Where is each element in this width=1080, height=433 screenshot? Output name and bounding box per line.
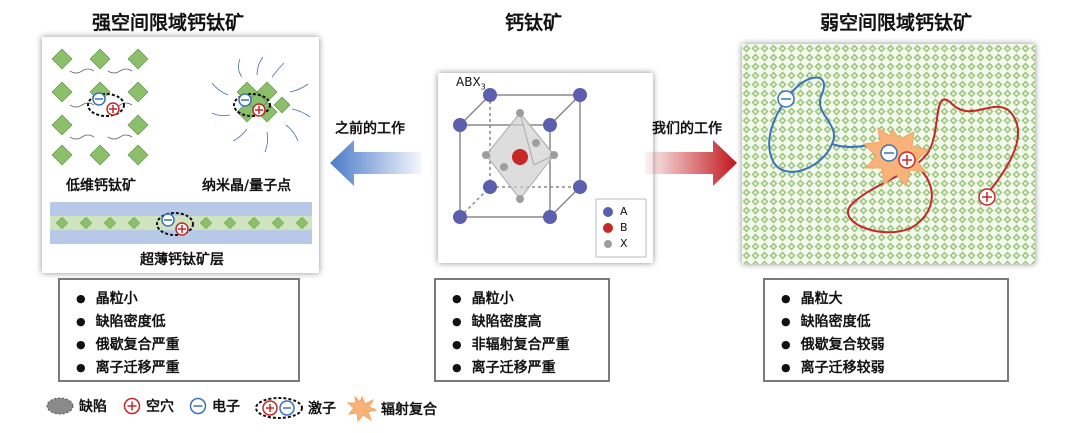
right-property-item: 俄歇复合较弱 [781, 334, 1007, 357]
legend-exciton: 激子 [254, 396, 336, 420]
hole-path [847, 98, 1019, 234]
organic-spacer-chains [69, 68, 133, 140]
center-properties-box: 晶粒小 缺陷密度高 非辐射复合严重 离子迁移严重 [434, 278, 610, 382]
our-work-arrow [645, 140, 737, 186]
center-property-item: 离子迁移严重 [452, 357, 608, 380]
strong-confinement-illustration [50, 48, 312, 244]
center-property-item: 晶粒小 [452, 288, 608, 311]
left-property-item: 俄歇复合严重 [76, 334, 298, 357]
ultrathin-label: 超薄钙钛矿层 [140, 252, 224, 268]
nanocrystal-label: 纳米晶/量子点 [202, 178, 292, 194]
perovskite-crystal-panel: ABX3 A B X [438, 73, 653, 263]
legend-radiative: 辐射复合 [347, 396, 437, 422]
defect-icon [46, 397, 74, 415]
exciton-ultrathin [156, 212, 194, 236]
right-title: 弱空间限域钙钛矿 [820, 12, 973, 34]
legend-a: A [620, 205, 628, 218]
right-properties-box: 晶粒大 缺陷密度低 俄歇复合较弱 离子迁移较弱 [763, 278, 1009, 382]
exciton-nanocrystal [233, 93, 271, 117]
electron-icon [189, 397, 207, 415]
left-property-item: 缺陷密度低 [76, 311, 298, 334]
previous-work-arrow [330, 140, 422, 186]
center-property-item: 缺陷密度高 [452, 311, 608, 334]
left-property-item: 晶粒小 [76, 288, 298, 311]
weak-confinement-panel [742, 44, 1035, 264]
right-property-item: 晶粒大 [781, 288, 1007, 311]
legend-defect: 缺陷 [45, 396, 107, 416]
ultrathin-top-substrate [50, 202, 312, 216]
left-properties-box: 晶粒小 缺陷密度低 俄歇复合严重 离子迁移严重 [58, 278, 300, 382]
our-work-label: 我们的工作 [652, 121, 722, 137]
strong-confinement-panel: 低维钙钛矿 纳米晶/量子点 超薄钙钛矿层 [42, 37, 319, 273]
previous-work-label: 之前的工作 [335, 121, 405, 137]
center-title: 钙钛矿 [505, 12, 563, 34]
radiative-burst-icon [347, 396, 377, 422]
exciton-icon [255, 397, 303, 419]
left-property-item: 离子迁移严重 [76, 357, 298, 380]
low-dim-label: 低维钙钛矿 [66, 178, 136, 194]
legend-electron: 电子 [188, 396, 240, 416]
right-property-item: 缺陷密度低 [781, 311, 1007, 334]
crystal-formula: ABX3 [456, 75, 486, 92]
legend-b: B [620, 221, 628, 234]
low-dim-octahedra [51, 48, 149, 166]
hole-icon [123, 397, 141, 415]
legend-x: X [620, 237, 628, 250]
perovskite-unit-cell [453, 88, 647, 258]
exciton-low-dim [87, 93, 125, 117]
legend-hole: 空穴 [122, 396, 174, 416]
nanocrystal-ligands [211, 56, 311, 153]
right-property-item: 离子迁移较弱 [781, 357, 1007, 380]
center-property-item: 非辐射复合严重 [452, 334, 608, 357]
ultrathin-bottom-substrate [50, 230, 312, 244]
weak-confinement-illustration [742, 44, 1035, 264]
left-title: 强空间限域钙钛矿 [92, 12, 245, 34]
